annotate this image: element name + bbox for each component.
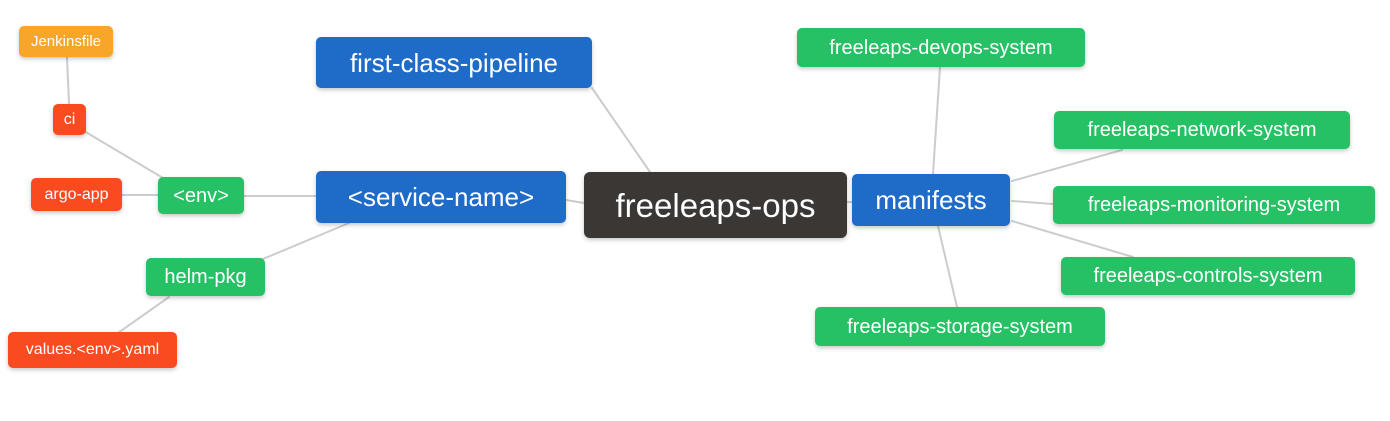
node-freeleaps-devops-system[interactable]: freeleaps-devops-system [797, 28, 1085, 67]
node-env[interactable]: <env> [158, 177, 244, 214]
edge-manifests--freeleaps-devops-system [932, 66, 941, 175]
node-service-name[interactable]: <service-name> [316, 171, 566, 223]
node-jenkinsfile[interactable]: Jenkinsfile [19, 26, 113, 57]
edge-service-name--helm-pkg [262, 222, 350, 260]
node-freeleaps-ops[interactable]: freeleaps-ops [584, 172, 847, 238]
edge-jenkinsfile--ci [66, 56, 70, 105]
node-first-class-pipeline[interactable]: first-class-pipeline [316, 37, 592, 88]
node-helm-pkg[interactable]: helm-pkg [146, 258, 265, 296]
edge-service-name--freeleaps-ops [565, 199, 585, 204]
edge-manifests--freeleaps-storage-system [937, 225, 958, 308]
edge-first-class-pipeline--freeleaps-ops [591, 87, 651, 173]
node-freeleaps-controls-system[interactable]: freeleaps-controls-system [1061, 257, 1355, 295]
node-freeleaps-network-system[interactable]: freeleaps-network-system [1054, 111, 1350, 149]
node-manifests[interactable]: manifests [852, 174, 1010, 226]
edge-helm-pkg--values-env-yaml [117, 296, 170, 334]
node-ci[interactable]: ci [53, 104, 86, 135]
node-argo-app[interactable]: argo-app [31, 178, 122, 211]
node-freeleaps-monitoring-system[interactable]: freeleaps-monitoring-system [1053, 186, 1375, 224]
edge-manifests--freeleaps-controls-system [1011, 220, 1134, 258]
edge-manifests--freeleaps-network-system [1011, 149, 1123, 182]
node-values-env-yaml[interactable]: values.<env>.yaml [8, 332, 177, 368]
node-freeleaps-storage-system[interactable]: freeleaps-storage-system [815, 307, 1105, 346]
edge-manifests--freeleaps-monitoring-system [1011, 200, 1054, 205]
edge-ci--env [83, 130, 164, 179]
